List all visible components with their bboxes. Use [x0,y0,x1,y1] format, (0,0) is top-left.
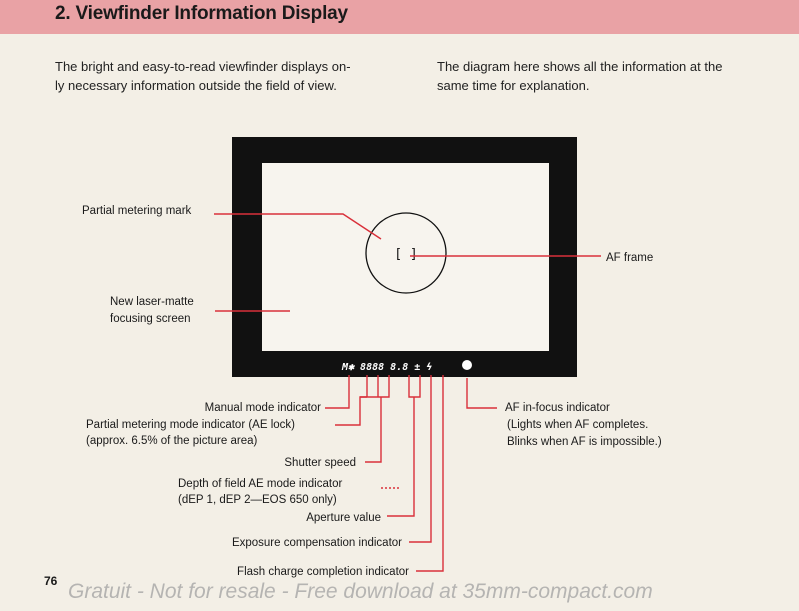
in-focus-dot [462,360,472,370]
partial-metering-circle [365,212,447,294]
intro-right-paragraph: The diagram here shows all the informati… [437,57,777,95]
label-focusing-screen-line1: New laser-matte [110,296,194,308]
label-exposure-compensation: Exposure compensation indicator [232,537,402,549]
leader-manual-mode [325,375,350,409]
label-shutter-speed: Shutter speed [284,457,356,469]
label-depth-of-field-line1: Depth of field AE mode indicator [178,478,342,490]
label-af-frame: AF frame [606,252,653,264]
label-flash-charge: Flash charge completion indicator [237,566,409,578]
leader-shutter-bracket-b [360,375,390,398]
watermark: Gratuit - Not for resale - Free download… [68,580,653,603]
intro-right-line: The diagram here shows all the informati… [437,59,723,74]
label-af-in-focus-line3: Blinks when AF is impossible.) [507,436,662,448]
intro-left-paragraph: The bright and easy-to-read viewfinder d… [55,57,400,95]
leader-flash-charge [416,375,444,572]
label-focusing-screen-line2: focusing screen [110,313,191,325]
label-af-in-focus-line1: AF in-focus indicator [505,402,610,414]
viewfinder-lcd-readout: M✱ 8888 8.8 ± ϟ [341,362,432,373]
leader-shutter-speed [365,397,382,463]
leader-partial-metering-mode [335,396,367,426]
intro-left-line: ly necessary information outside the fie… [55,78,337,93]
label-depth-of-field-line2: (dEP 1, dEP 2—EOS 650 only) [178,494,337,506]
page-number: 76 [44,574,58,588]
label-af-in-focus-line2: (Lights when AF completes. [507,419,648,431]
focusing-screen [262,163,549,351]
leader-aperture-bracket [408,375,421,398]
intro-left-line: The bright and easy-to-read viewfinder d… [55,59,351,74]
label-partial-metering-mode-line1: Partial metering mode indicator (AE lock… [86,419,295,431]
section-title: 2. Viewfinder Information Display [55,3,348,24]
leader-partial-metering-mark [214,213,382,240]
label-aperture-value: Aperture value [306,512,381,524]
label-partial-metering-mode-line2: (approx. 6.5% of the picture area) [86,435,257,447]
leader-lines [214,213,601,572]
af-frame-symbol: [ ] [394,247,417,262]
intro-right-line: same time for explanation. [437,78,590,93]
label-partial-metering-mark: Partial metering mark [82,205,192,217]
leader-af-in-focus [466,378,497,409]
leader-aperture-value [387,397,415,517]
section-header: 2. Viewfinder Information Display [0,0,799,34]
leader-exposure-compensation [409,375,432,543]
label-manual-mode: Manual mode indicator [205,402,322,414]
